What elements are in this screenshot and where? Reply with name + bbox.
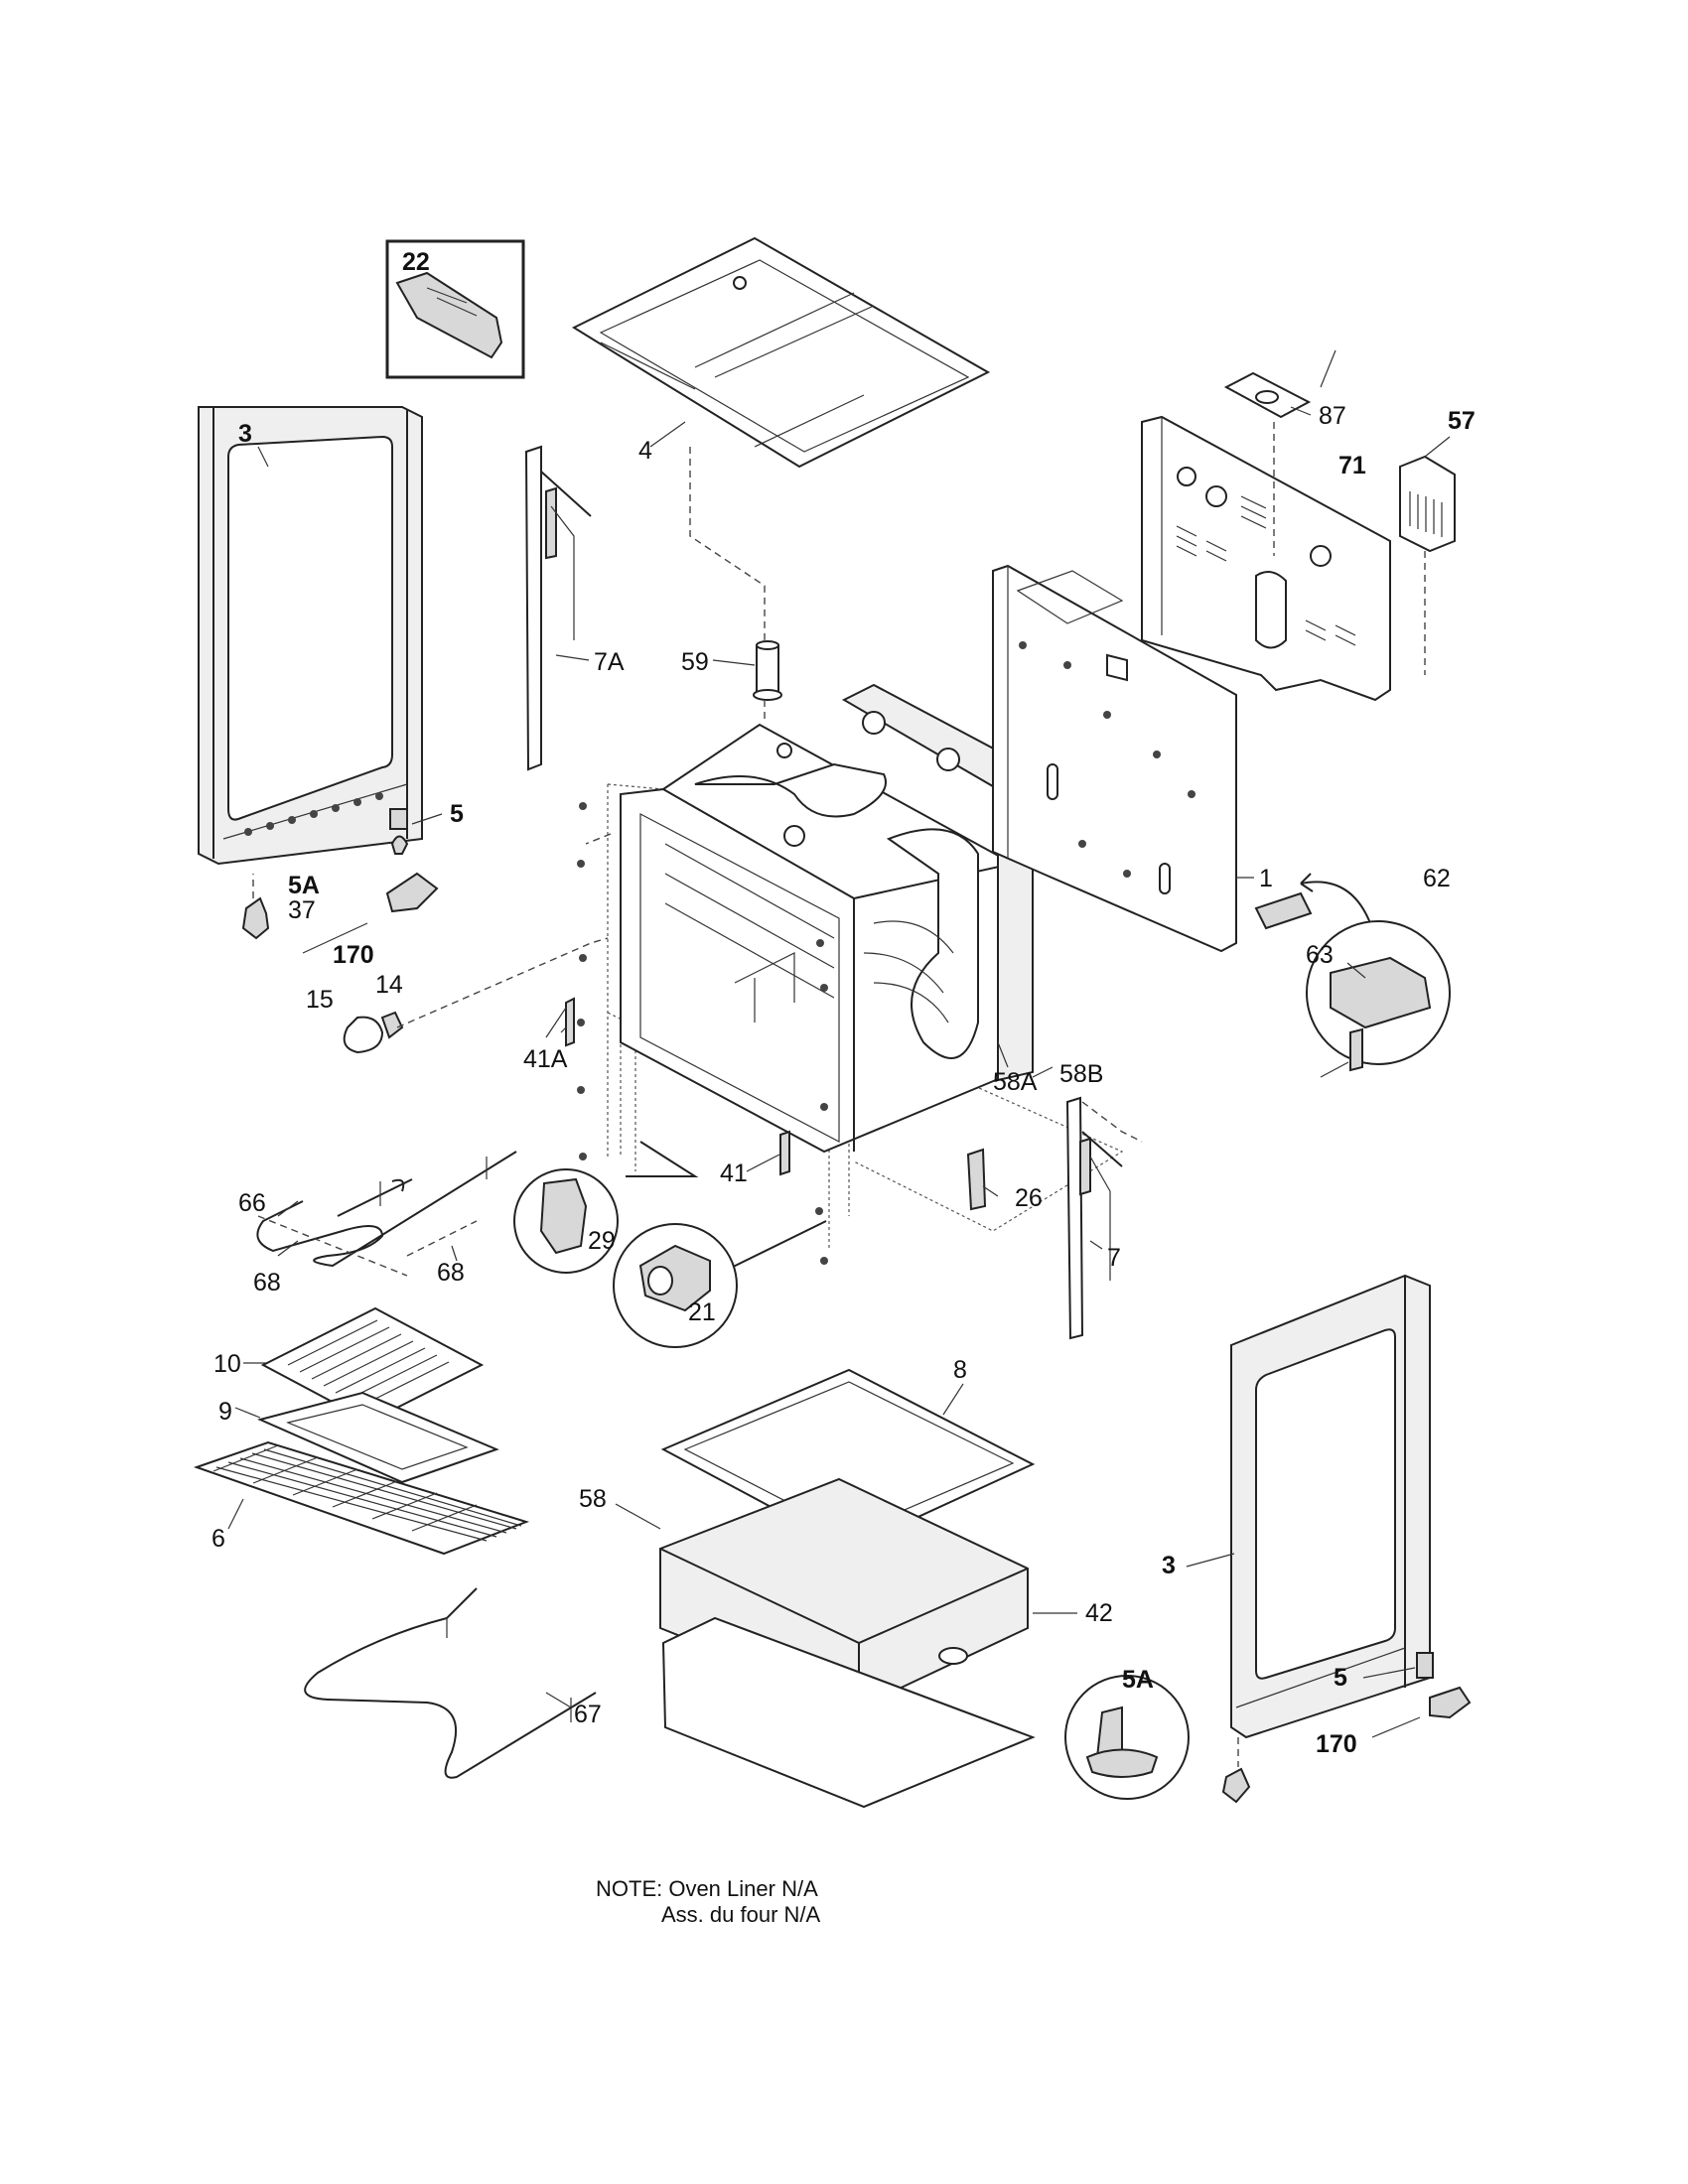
part-71-rear-shield bbox=[1141, 415, 1391, 702]
callout-1: 1 bbox=[1259, 865, 1273, 892]
leader-lines bbox=[227, 349, 1451, 1738]
callout-58: 58 bbox=[579, 1485, 607, 1513]
part-41A-clip bbox=[560, 997, 575, 1047]
callout-66: 66 bbox=[238, 1189, 266, 1217]
callout-5A-right: 5A bbox=[1122, 1666, 1154, 1694]
callout-3-left: 3 bbox=[238, 420, 252, 448]
callout-labels: 3 22 4 87 57 71 7A 59 5 5A 37 170 14 15 … bbox=[211, 248, 1476, 1758]
part-66-broil-element bbox=[256, 1151, 517, 1268]
right-leg-hardware bbox=[1064, 1652, 1472, 1804]
wire-29 bbox=[513, 1141, 699, 1274]
callout-58A: 58A bbox=[993, 1068, 1038, 1096]
callout-21: 21 bbox=[688, 1298, 716, 1326]
part-68-strips bbox=[257, 1215, 478, 1277]
callout-5-left: 5 bbox=[450, 800, 464, 828]
part-87-plate bbox=[1223, 371, 1312, 419]
part-3-right-side-panel bbox=[1230, 1274, 1431, 1739]
callout-7A: 7A bbox=[594, 648, 625, 676]
part-4-top-panel bbox=[571, 236, 991, 469]
callout-26: 26 bbox=[1015, 1184, 1043, 1212]
callout-3-right: 3 bbox=[1162, 1552, 1176, 1579]
assembly-lines bbox=[252, 422, 1426, 1767]
callout-67: 67 bbox=[574, 1701, 602, 1728]
part-3-left-side-panel bbox=[198, 406, 423, 866]
part-42-bottom-plate bbox=[661, 1616, 1036, 1809]
callout-59: 59 bbox=[681, 648, 709, 676]
callout-41: 41 bbox=[720, 1160, 748, 1187]
callout-6: 6 bbox=[211, 1525, 225, 1553]
callout-14: 14 bbox=[375, 971, 403, 999]
part-62-terminal-block bbox=[1254, 873, 1451, 1078]
part-67-bake-element bbox=[304, 1587, 597, 1779]
callout-29: 29 bbox=[588, 1227, 616, 1255]
part-41-clip bbox=[779, 1130, 790, 1176]
part-6-oven-rack bbox=[193, 1440, 530, 1556]
part-7-rail bbox=[1065, 1096, 1123, 1340]
oven-cavity-frame bbox=[577, 723, 1124, 1265]
callout-9: 9 bbox=[218, 1398, 232, 1426]
callout-68-right: 68 bbox=[437, 1259, 465, 1287]
callout-63: 63 bbox=[1306, 941, 1334, 969]
callout-37: 37 bbox=[288, 896, 316, 924]
part-57-cover bbox=[1399, 455, 1456, 553]
part-7A-rail bbox=[524, 445, 592, 771]
callout-57: 57 bbox=[1448, 407, 1476, 435]
callout-68-left: 68 bbox=[253, 1269, 281, 1297]
left-leg-hardware bbox=[241, 808, 439, 1054]
callout-62: 62 bbox=[1423, 865, 1451, 892]
part-26-bracket bbox=[966, 1148, 987, 1211]
callout-8: 8 bbox=[953, 1356, 967, 1384]
callout-5-right: 5 bbox=[1334, 1664, 1347, 1692]
detail-5A-circle bbox=[1064, 1675, 1190, 1800]
part-22-inset bbox=[385, 239, 525, 379]
callout-170-left: 170 bbox=[333, 941, 374, 969]
callout-71: 71 bbox=[1338, 452, 1366, 479]
callout-42: 42 bbox=[1085, 1599, 1113, 1627]
callout-41A: 41A bbox=[523, 1045, 568, 1073]
part-9-broil-pan bbox=[256, 1391, 499, 1484]
detail-21 bbox=[613, 1220, 827, 1348]
callout-170-right: 170 bbox=[1316, 1730, 1357, 1758]
callout-7: 7 bbox=[1107, 1244, 1121, 1272]
callout-58B: 58B bbox=[1059, 1060, 1103, 1088]
diagram-note: NOTE: Oven Liner N/A Ass. du four N/A bbox=[596, 1876, 820, 1928]
callout-4: 4 bbox=[638, 437, 652, 465]
part-1-back-panel bbox=[992, 564, 1237, 953]
callout-5A-left: 5A bbox=[288, 872, 320, 899]
callout-15: 15 bbox=[306, 986, 334, 1014]
note-line-1: NOTE: Oven Liner N/A bbox=[596, 1876, 818, 1901]
callout-87: 87 bbox=[1319, 402, 1346, 430]
callout-10: 10 bbox=[213, 1350, 241, 1378]
note-line-2: Ass. du four N/A bbox=[661, 1902, 821, 1927]
callout-22: 22 bbox=[402, 248, 430, 276]
part-59-spacer bbox=[753, 640, 782, 701]
